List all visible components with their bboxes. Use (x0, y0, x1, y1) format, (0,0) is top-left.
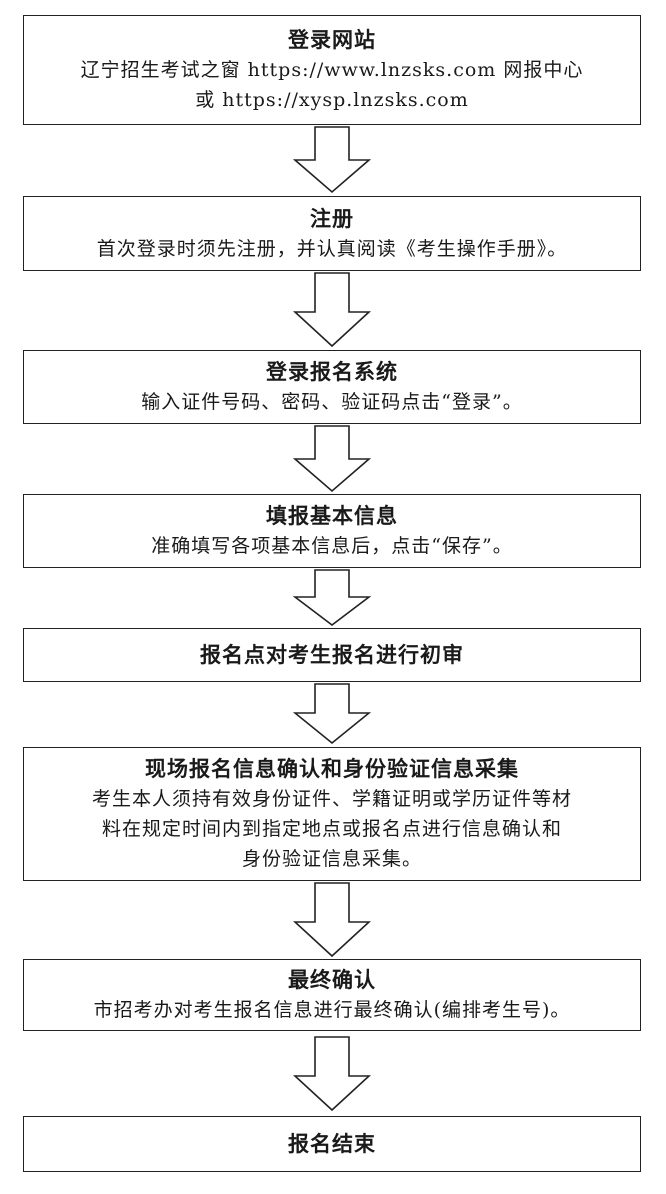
step-box-onsite-confirmation: 现场报名信息确认和身份验证信息采集 考生本人须持有效身份证件、学籍证明或学历证件… (23, 747, 641, 881)
step-description: 首次登录时须先注册，并认真阅读《考生操作手册》。 (96, 237, 568, 260)
step-box-login-system: 登录报名系统 输入证件号码、密码、验证码点击“登录”。 (23, 350, 641, 424)
step-description: 输入证件号码、密码、验证码点击“登录”。 (141, 391, 523, 413)
step-title: 最终确认 (288, 967, 376, 992)
step-title: 登录网站 (288, 27, 376, 52)
step-title: 注册 (310, 205, 354, 231)
step-title: 报名点对考生报名进行初审 (200, 642, 464, 667)
step-description: 准确填写各项基本信息后，点击“保存”。 (151, 535, 513, 557)
step-box-final-confirmation: 最终确认 市招考办对考生报名信息进行最终确认(编排考生号)。 (23, 959, 641, 1031)
step-box-login-website: 登录网站 辽宁招生考试之窗 https://www.lnzsks.com 网报中… (23, 15, 641, 125)
down-arrow-icon (293, 882, 371, 958)
down-arrow-icon (293, 272, 371, 348)
step-box-preliminary-review: 报名点对考生报名进行初审 (23, 628, 641, 682)
step-title: 登录报名系统 (266, 359, 398, 384)
step-title: 填报基本信息 (266, 503, 398, 528)
step-box-registration-end: 报名结束 (23, 1116, 641, 1172)
step-box-register: 注册 首次登录时须先注册，并认真阅读《考生操作手册》。 (23, 196, 641, 271)
down-arrow-icon (293, 1036, 371, 1112)
step-title: 报名结束 (288, 1131, 376, 1156)
down-arrow-icon (293, 683, 371, 745)
down-arrow-icon (293, 569, 371, 627)
step-description: 辽宁招生考试之窗 https://www.lnzsks.com 网报中心 或 h… (80, 59, 584, 111)
down-arrow-icon (293, 425, 371, 493)
down-arrow-icon (293, 126, 371, 194)
step-description: 市招考办对考生报名信息进行最终确认(编排考生号)。 (93, 999, 571, 1021)
step-title: 现场报名信息确认和身份验证信息采集 (145, 756, 519, 781)
step-description: 考生本人须持有效身份证件、学籍证明或学历证件等材 料在规定时间内到指定地点或报名… (91, 788, 572, 870)
step-box-basic-info: 填报基本信息 准确填写各项基本信息后，点击“保存”。 (23, 494, 641, 568)
